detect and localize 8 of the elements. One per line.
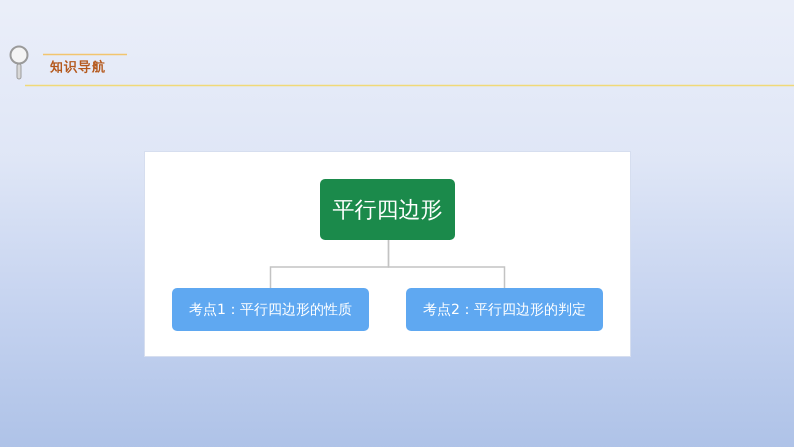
- subtopic-box: [406, 288, 603, 331]
- topic-label: 平行四边形: [332, 196, 442, 224]
- root-topic-box: [320, 179, 455, 240]
- page-title: 知识导航: [50, 60, 106, 76]
- topic-label: 考点2：平行四边形的判定: [423, 300, 586, 318]
- topic-label: 考点1：平行四边形的性质: [189, 300, 352, 318]
- connector-line: [388, 240, 506, 288]
- subtopic-box: [172, 288, 369, 331]
